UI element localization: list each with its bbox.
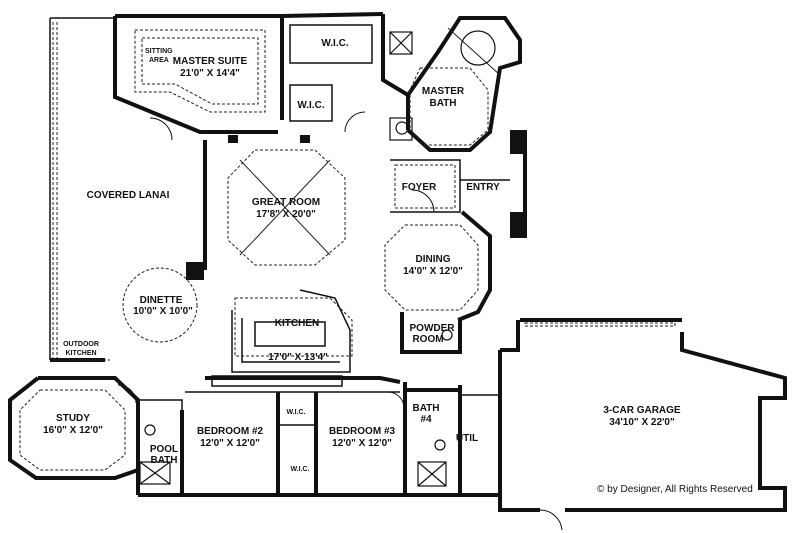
entry-label: ENTRY	[466, 182, 500, 193]
great-room-dim: 17'8" X 20'0"	[256, 209, 316, 220]
wall-blocks	[186, 132, 525, 280]
kitchen-fixtures	[211, 289, 351, 387]
kitchen-dim: 17'0" X 13'4"	[268, 352, 328, 363]
bedroom2-label: BEDROOM #2	[197, 426, 264, 437]
garage-dim: 34'10" X 22'0"	[609, 417, 675, 428]
great-room-label: GREAT ROOM	[252, 197, 320, 208]
study-dim: 16'0" X 12'0"	[43, 425, 103, 436]
sitting-area-label-2: AREA	[149, 57, 169, 64]
master-suite-label: MASTER SUITE	[173, 56, 248, 67]
outdoor-kitchen-label-2: KITCHEN	[65, 350, 96, 357]
pool-bath-label: POOL	[150, 444, 178, 455]
master-bath-label-2: BATH	[429, 98, 456, 109]
door-swings	[117, 111, 563, 531]
wic-lower-label: W.I.C.	[290, 466, 309, 473]
dining-label: DINING	[416, 254, 451, 265]
copyright-notice: © by Designer, All Rights Reserved	[597, 484, 753, 495]
bath4-label: BATH	[412, 403, 439, 414]
bath-fixtures	[139, 30, 496, 487]
study-label: STUDY	[56, 413, 90, 424]
util-label: UTIL	[456, 433, 478, 444]
bedroom3-dim: 12'0" X 12'0"	[332, 438, 392, 449]
bedroom2-dim: 12'0" X 12'0"	[200, 438, 260, 449]
outdoor-kitchen-label: OUTDOOR	[63, 341, 99, 348]
master-suite-dim: 21'0" X 14'4"	[180, 68, 240, 79]
bath4-label-2: #4	[420, 414, 432, 425]
wic-bed2-label: W.I.C.	[286, 409, 305, 416]
ceiling-diagonals	[239, 27, 501, 256]
wic-upper-label: W.I.C.	[321, 38, 348, 49]
exterior-walls	[8, 12, 787, 512]
pool-bath-label-2: BATH	[150, 455, 177, 466]
garage-label: 3-CAR GARAGE	[603, 405, 681, 416]
dinette-label: DINETTE	[140, 295, 183, 306]
covered-lanai-label: COVERED LANAI	[87, 190, 170, 201]
powder-room-label-2: ROOM	[412, 334, 443, 345]
powder-room-label: POWDER	[410, 323, 456, 334]
dinette-dim: 10'0" X 10'0"	[133, 306, 193, 317]
wic-middle-label: W.I.C.	[297, 100, 324, 111]
kitchen-label: KITCHEN	[275, 318, 319, 329]
master-bath-label: MASTER	[422, 86, 465, 97]
bedroom3-label: BEDROOM #3	[329, 426, 396, 437]
room-labels: MASTER SUITE 21'0" X 14'4" SITTING AREA …	[43, 38, 681, 473]
foyer-label: FOYER	[402, 182, 437, 193]
sitting-area-label: SITTING	[145, 48, 173, 55]
dining-dim: 14'0" X 12'0"	[403, 266, 463, 277]
ceiling-outlines	[19, 22, 676, 471]
